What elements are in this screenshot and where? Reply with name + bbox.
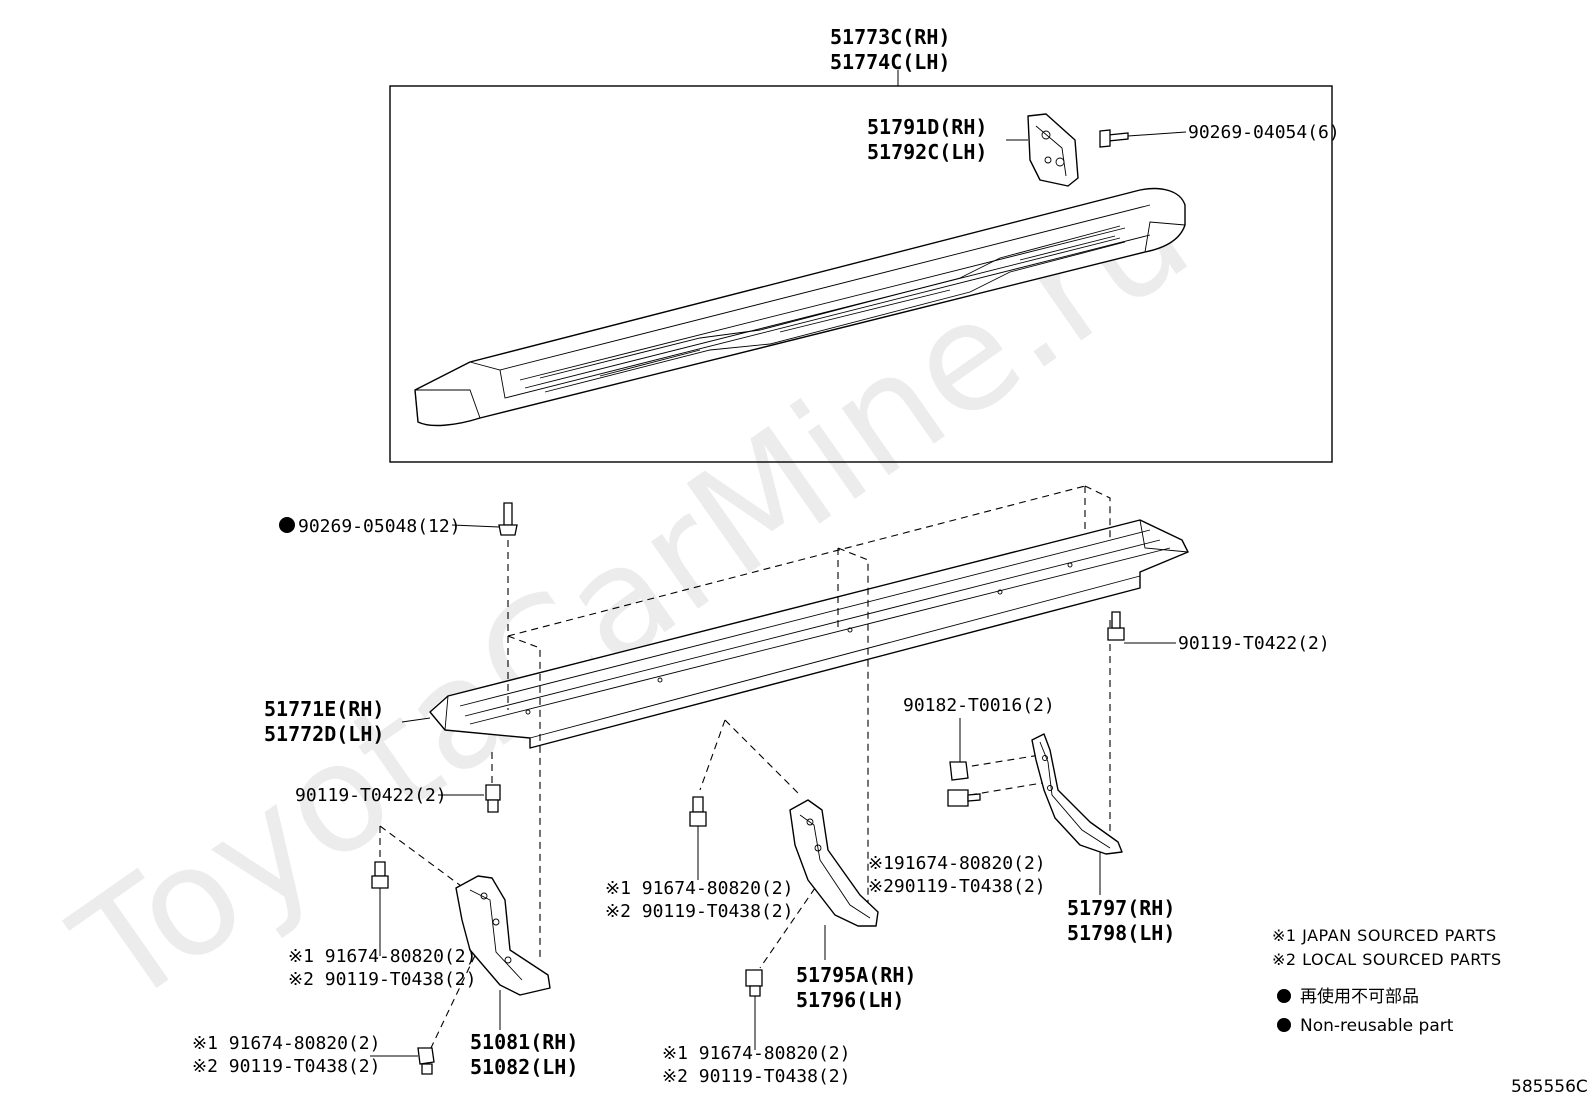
legend-nonreuse-jp: 再使用不可部品 [1300, 986, 1419, 1007]
label-bracket-front-lh: 51082(LH) [470, 1055, 578, 1079]
step-board-drawing [414, 187, 1186, 427]
dashed-guides [379, 485, 1111, 1051]
label-side-step-lh: 51772D(LH) [264, 722, 384, 746]
label-alt-e-local: ※290119-T0438(2) [868, 876, 1046, 897]
label-nut-rear: 90182-T0016(2) [903, 695, 1055, 716]
non-reusable-dot-icon [279, 517, 295, 533]
legend-dot-icon [1277, 1018, 1291, 1032]
label-alt-e-japan: ※191674-80820(2) [868, 853, 1046, 874]
label-alt-d-local: ※2 90119-T0438(2) [662, 1066, 850, 1087]
label-alt-c-local: ※2 90119-T0438(2) [605, 901, 793, 922]
step-assembly-group: 51773C(RH) 51774C(LH) 51791D( [389, 25, 1340, 463]
label-bracket-rear-rh: 51797(RH) [1067, 896, 1175, 920]
main-screw-icon [498, 502, 518, 536]
label-main-screw: 90269-05048(12) [298, 516, 461, 537]
bolt-right-icon [1107, 611, 1125, 641]
top-screw-icon [1099, 129, 1129, 148]
label-alt-b-local: ※2 90119-T0438(2) [192, 1056, 380, 1077]
legend-japan: ※1 JAPAN SOURCED PARTS [1272, 926, 1497, 945]
bolt-left-icon [485, 784, 501, 813]
fastener-b-icon [417, 1047, 435, 1075]
legend-nonreuse-en: Non-reusable part [1300, 1016, 1454, 1036]
diagram-code: 585556C [1511, 1077, 1588, 1097]
label-top-screw: 90269-04054(6) [1188, 122, 1340, 143]
label-side-step-rh: 51771E(RH) [264, 697, 384, 721]
fastener-c-icon [689, 796, 707, 827]
label-alt-b-japan: ※1 91674-80820(2) [192, 1033, 380, 1054]
assembly-frame [389, 85, 1333, 463]
label-bracket-mid-lh: 51796(LH) [796, 988, 904, 1012]
label-step-assembly-lh: 51774C(LH) [830, 50, 950, 74]
label-alt-a-local: ※2 90119-T0438(2) [288, 969, 476, 990]
label-bolt-left: 90119-T0422(2) [295, 785, 447, 806]
bracket-mid-drawing [789, 799, 879, 927]
label-end-bracket-rh: 51791D(RH) [867, 115, 987, 139]
label-alt-d-japan: ※1 91674-80820(2) [662, 1043, 850, 1064]
fastener-d-icon [745, 969, 763, 997]
label-alt-a-japan: ※1 91674-80820(2) [288, 946, 476, 967]
legend: ※1 JAPAN SOURCED PARTS ※2 LOCAL SOURCED … [1272, 926, 1502, 1036]
label-bracket-rear-lh: 51798(LH) [1067, 921, 1175, 945]
bracket-rear-drawing [1031, 733, 1123, 855]
end-bracket-drawing [1027, 113, 1079, 187]
label-bracket-mid-rh: 51795A(RH) [796, 963, 916, 987]
label-step-assembly-rh: 51773C(RH) [830, 25, 950, 49]
nut-rear-icon [947, 761, 981, 807]
label-bracket-front-rh: 51081(RH) [470, 1030, 578, 1054]
bracket-front-drawing [455, 875, 551, 996]
legend-local: ※2 LOCAL SOURCED PARTS [1272, 950, 1502, 969]
fastener-a-icon [371, 861, 389, 889]
legend-dot-icon [1277, 989, 1291, 1003]
label-alt-c-japan: ※1 91674-80820(2) [605, 878, 793, 899]
label-bolt-right: 90119-T0422(2) [1178, 633, 1330, 654]
label-end-bracket-lh: 51792C(LH) [867, 140, 987, 164]
side-step-drawing [429, 519, 1189, 749]
